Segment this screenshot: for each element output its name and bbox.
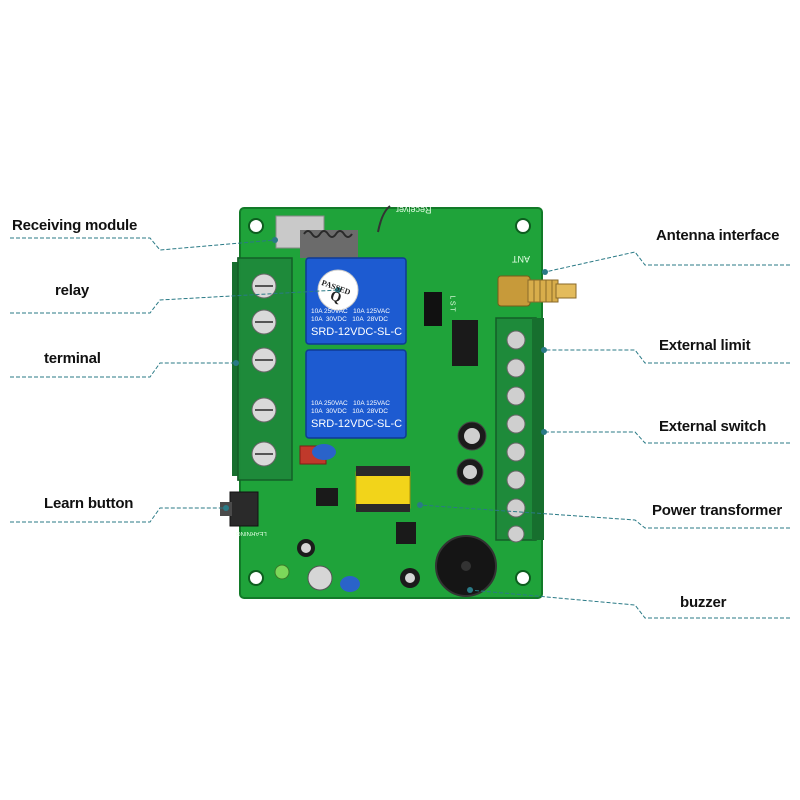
power-transformer [355, 466, 411, 512]
relay-top-rating-1: 10A 250VAC 10A 125VAC [311, 308, 390, 315]
mounting-hole [248, 570, 264, 586]
led [274, 564, 290, 580]
relay-bottom [305, 349, 407, 439]
buzzer-component [435, 535, 497, 597]
ceramic-capacitor [340, 576, 360, 592]
relay-top [305, 257, 407, 345]
callout-power-transformer: Power transformer [652, 502, 782, 519]
electrolytic-capacitor [297, 539, 315, 557]
silk-ant: ANT [512, 254, 530, 264]
callout-external-switch: External switch [659, 418, 767, 435]
ic-chip [316, 488, 338, 506]
relay-bottom-rating-2: 10A 30VDC 10A 28VDC [311, 408, 388, 415]
mounting-hole [248, 218, 264, 234]
callout-terminal: terminal [44, 350, 101, 367]
relay-top-model: SRD-12VDC-SL-C [311, 326, 403, 338]
leader-lines [10, 237, 790, 619]
ceramic-capacitor [312, 444, 336, 460]
jumper [424, 292, 442, 326]
mounting-hole [515, 218, 531, 234]
electrolytic-capacitor [457, 421, 487, 451]
callout-relay: relay [55, 282, 90, 299]
relay-bottom-model: SRD-12VDC-SL-C [311, 418, 403, 430]
ic-chip [452, 320, 478, 366]
electrolytic-capacitor [400, 568, 420, 588]
callout-buzzer: buzzer [680, 594, 727, 611]
right-terminal-block [495, 317, 544, 543]
silk-receiver: Receiver [396, 205, 432, 215]
receiving-module [275, 205, 391, 258]
electrolytic-capacitor [456, 458, 484, 486]
callout-learn-button: Learn button [44, 495, 134, 512]
callout-receiving-module: Receiving module [12, 217, 138, 234]
relay-bottom-rating-1: 10A 250VAC 10A 125VAC [311, 400, 390, 407]
silk-learning: LEARNING [236, 530, 267, 536]
callout-external-limit: External limit [659, 337, 751, 354]
silk-lst: L S T [448, 295, 456, 312]
ic-chip [396, 522, 416, 544]
leader-dots [223, 237, 548, 593]
callout-antenna-interface: Antenna interface [656, 227, 780, 244]
mounting-hole [515, 570, 531, 586]
electrolytic-capacitor [307, 565, 333, 591]
relay-top-rating-2: 10A 30VDC 10A 28VDC [311, 316, 388, 323]
antenna-sma-connector [497, 275, 577, 307]
